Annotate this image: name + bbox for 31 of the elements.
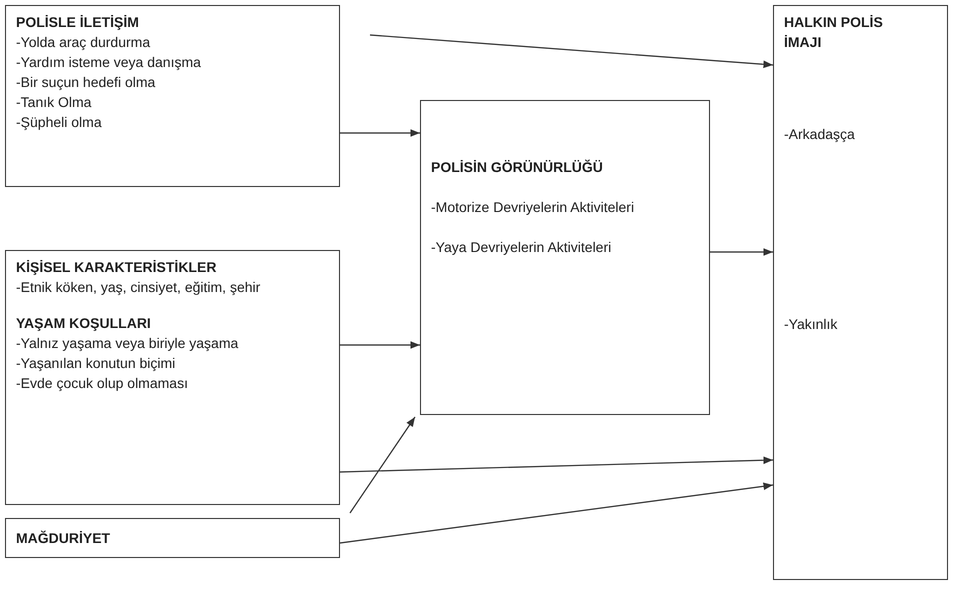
list-item: -Yaya Devriyelerin Aktiviteleri — [431, 238, 612, 257]
arrow — [340, 129, 420, 137]
box-heading: POLİSİN GÖRÜNÜRLÜĞÜ — [431, 158, 603, 177]
arrow — [340, 341, 420, 349]
arrow — [340, 482, 774, 544]
list-item: -Motorize Devriyelerin Aktiviteleri — [431, 198, 634, 217]
list-item: -Evde çocuk olup olmaması — [16, 374, 188, 393]
factor-box — [773, 5, 948, 580]
list-item: -Arkadaşça — [784, 125, 855, 144]
arrow — [370, 34, 774, 68]
box-heading: MAĞDURİYET — [16, 529, 110, 548]
list-item: -Yaşanılan konutun biçimi — [16, 354, 176, 373]
factor-box — [5, 5, 340, 187]
arrow — [340, 456, 774, 473]
box-heading: KİŞİSEL KARAKTERİSTİKLER — [16, 258, 216, 277]
arrow — [710, 248, 773, 256]
list-item: -Yalnız yaşama veya biriyle yaşama — [16, 334, 238, 353]
list-item: -Etnik köken, yaş, cinsiyet, eğitim, şehir — [16, 278, 260, 297]
box-heading: POLİSLE İLETİŞİM — [16, 13, 139, 32]
box-heading: HALKIN POLİS İMAJI — [784, 13, 884, 52]
list-item: -Şüpheli olma — [16, 113, 102, 132]
list-item: -Yardım isteme veya danışma — [16, 53, 201, 72]
arrow — [350, 416, 416, 514]
box-heading: YAŞAM KOŞULLARI — [16, 314, 151, 333]
factor-box — [5, 250, 340, 505]
list-item: -Yakınlık — [784, 315, 838, 334]
factor-box — [420, 100, 710, 415]
list-item: -Tanık Olma — [16, 93, 92, 112]
list-item: -Bir suçun hedefi olma — [16, 73, 156, 92]
factor-box — [5, 518, 340, 558]
list-item: -Yolda araç durdurma — [16, 33, 150, 52]
